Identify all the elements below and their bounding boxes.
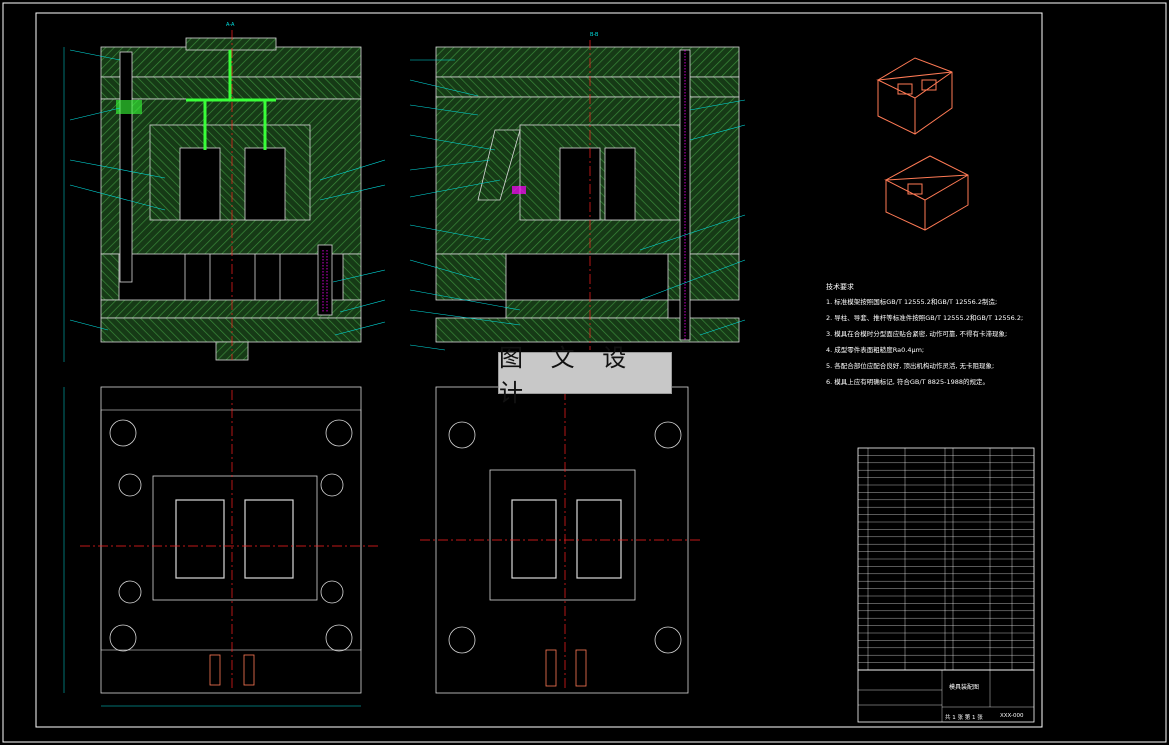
title-block-title: 模具装配图	[948, 684, 979, 691]
section-b-label: B-B	[590, 32, 599, 38]
note-item: 4. 成型零件表面粗糙度Ra0.4μm;	[826, 346, 925, 354]
note-item: 6. 模具上应有明确标记, 符合GB/T 8825-1988的规定。	[826, 378, 990, 386]
title-block-sheet: 共 1 张 第 1 张	[945, 715, 983, 721]
title-block-drawing-number: XXX-000	[1000, 713, 1024, 719]
note-item: 2. 导柱、导套、推杆等标准件按照GB/T 12555.2和GB/T 12556…	[826, 314, 1024, 322]
section-view-b: B-B	[409, 32, 746, 351]
section-a-label: A-A	[226, 22, 235, 28]
note-item: 3. 模具在合模时分型面应贴合紧密, 动作可靠, 不得有卡滞现象;	[826, 330, 1008, 338]
note-item: 5. 各配合部位应配合良好, 顶出机构动作灵活, 无卡阻现象;	[826, 362, 995, 370]
plan-view-moving-half	[420, 386, 700, 694]
notes-heading: 技术要求	[826, 283, 854, 291]
inner-border	[35, 12, 1043, 728]
watermark-banner: 图 文 设 计	[498, 344, 672, 407]
part-isometric-bottom	[884, 155, 969, 231]
parts-list-table	[857, 447, 1035, 723]
note-item: 1. 标准模架按照国标GB/T 12555.2和GB/T 12556.2制造;	[826, 298, 998, 306]
section-view-a: A-A	[63, 22, 386, 362]
technical-requirements: 技术要求 1. 标准模架按照国标GB/T 12555.2和GB/T 12556.…	[826, 283, 1026, 394]
part-isometric-top	[876, 57, 953, 135]
watermark-text: 图 文 设 计	[499, 344, 637, 407]
plan-view-fixed-half	[63, 386, 380, 707]
